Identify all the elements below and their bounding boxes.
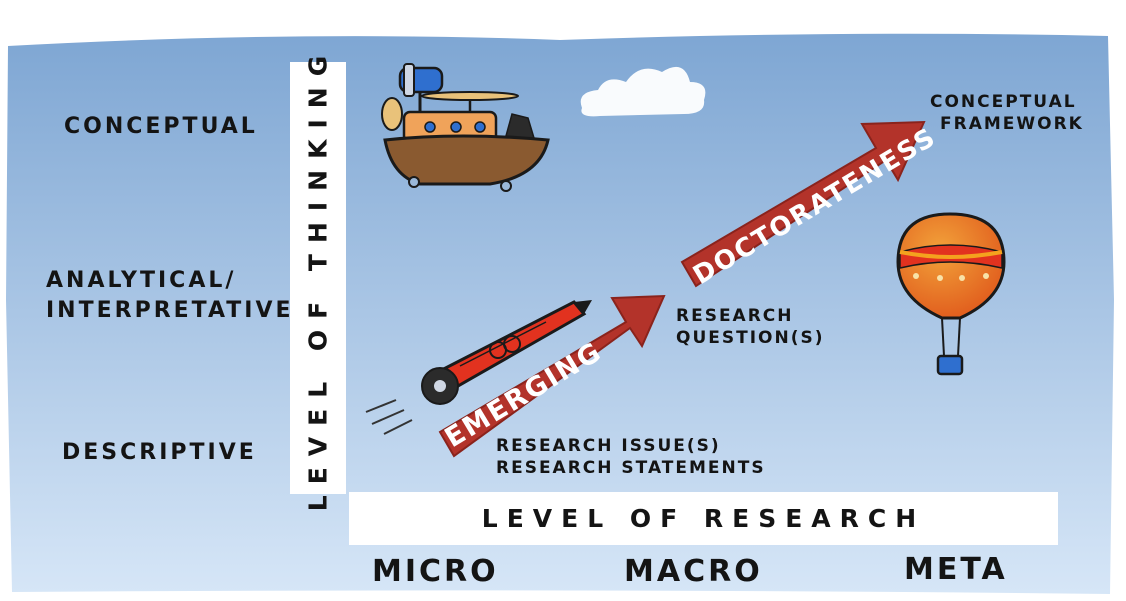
- level-of-thinking-axis: [290, 62, 346, 494]
- level-of-research-axis: LEVEL OF RESEARCH: [349, 492, 1058, 545]
- level-interpretative: INTERPRETATIVE: [46, 298, 294, 323]
- level-analytical: ANALYTICAL/: [46, 268, 237, 293]
- research-level-micro: MICRO: [372, 554, 499, 589]
- level-of-thinking-label: LEVEL OF THINKING: [303, 44, 333, 512]
- rocket-icon: [365, 300, 592, 435]
- hot-air-balloon-icon: [896, 212, 1006, 376]
- research-statements-label: RESEARCH STATEMENTS: [496, 458, 766, 478]
- research-question-label-1: RESEARCH: [676, 306, 794, 326]
- level-descriptive: DESCRIPTIVE: [62, 440, 257, 465]
- conceptual-framework-label-1: CONCEPTUAL: [930, 92, 1077, 112]
- research-level-meta: META: [904, 552, 1008, 587]
- level-of-research-label: LEVEL OF RESEARCH: [481, 504, 926, 533]
- research-issue-label: RESEARCH ISSUE(S): [496, 436, 721, 456]
- cloud-icon: [580, 66, 706, 117]
- research-level-macro: MACRO: [624, 554, 763, 589]
- research-question-label-2: QUESTION(S): [676, 328, 825, 348]
- level-conceptual: CONCEPTUAL: [64, 114, 258, 139]
- airship-boat-icon: [381, 63, 550, 192]
- conceptual-framework-label-2: FRAMEWORK: [940, 114, 1084, 134]
